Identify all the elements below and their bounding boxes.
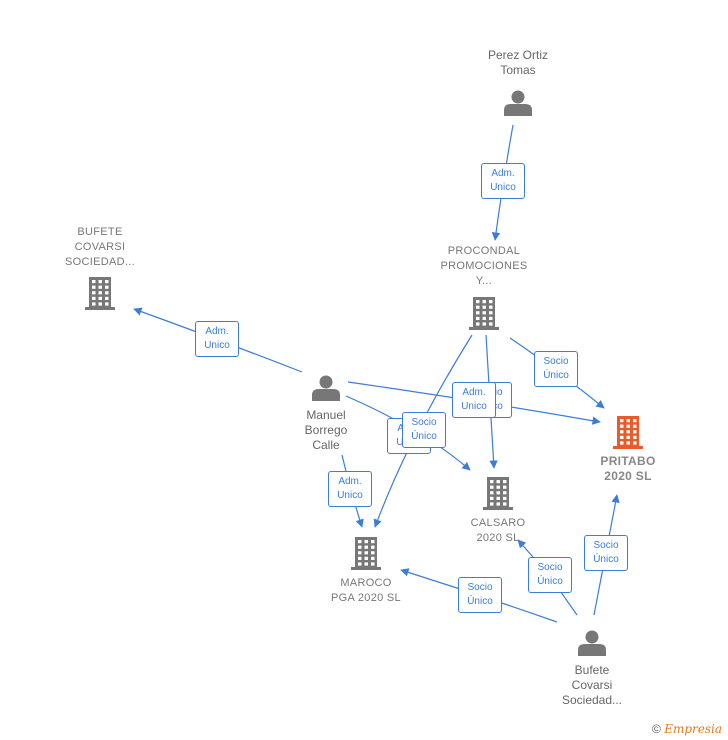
brand-logo[interactable]: Empresia — [664, 722, 722, 736]
footer: © Empresia — [652, 722, 722, 736]
edge-label-bufete_p-maroco[interactable]: Socio Único — [458, 577, 502, 613]
building-icon-calsaro[interactable] — [483, 477, 513, 510]
node-label-manuel[interactable]: Manuel Borrego Calle — [304, 408, 348, 452]
edge-label-manuel-maroco[interactable]: Adm. Unico — [328, 471, 372, 507]
node-label-procondal[interactable]: PROCONDAL PROMOCIONES Y... — [440, 245, 528, 287]
node-label-bufete_p[interactable]: Bufete Covarsi Sociedad... — [561, 663, 623, 707]
edge-label-manuel-pritabo[interactable]: Adm. Unico — [452, 382, 496, 418]
building-icon-pritabo[interactable] — [613, 416, 643, 449]
edge-label-manuel-calsaro[interactable]: Socio Único — [402, 412, 446, 448]
person-icon-bufete_p[interactable] — [578, 630, 606, 657]
node-label-bufete_co[interactable]: BUFETE COVARSI SOCIEDAD... — [65, 226, 135, 268]
copyright-symbol: © — [652, 722, 661, 736]
node-label-calsaro[interactable]: CALSARO 2020 SL — [470, 517, 526, 544]
person-icon-manuel[interactable] — [312, 375, 340, 402]
person-icon-perez[interactable] — [504, 90, 532, 117]
edge-label-procondal-pritabo[interactable]: Socio Único — [534, 351, 578, 387]
edge-label-bufete_p-calsaro[interactable]: Socio Único — [528, 557, 572, 593]
node-label-perez[interactable]: Perez Ortiz Tomas — [487, 48, 548, 77]
node-label-pritabo[interactable]: PRITABO 2020 SL — [600, 454, 656, 483]
building-icon-maroco[interactable] — [351, 537, 381, 570]
building-icon-procondal[interactable] — [469, 297, 499, 330]
building-icon-bufete_co[interactable] — [85, 277, 115, 310]
node-label-maroco[interactable]: MAROCO PGA 2020 SL — [331, 577, 401, 604]
edge-label-perez-procondal[interactable]: Adm. Unico — [481, 163, 525, 199]
edge-label-manuel-bufete_co[interactable]: Adm. Unico — [195, 321, 239, 357]
edge-label-bufete_p-pritabo[interactable]: Socio Único — [584, 535, 628, 571]
